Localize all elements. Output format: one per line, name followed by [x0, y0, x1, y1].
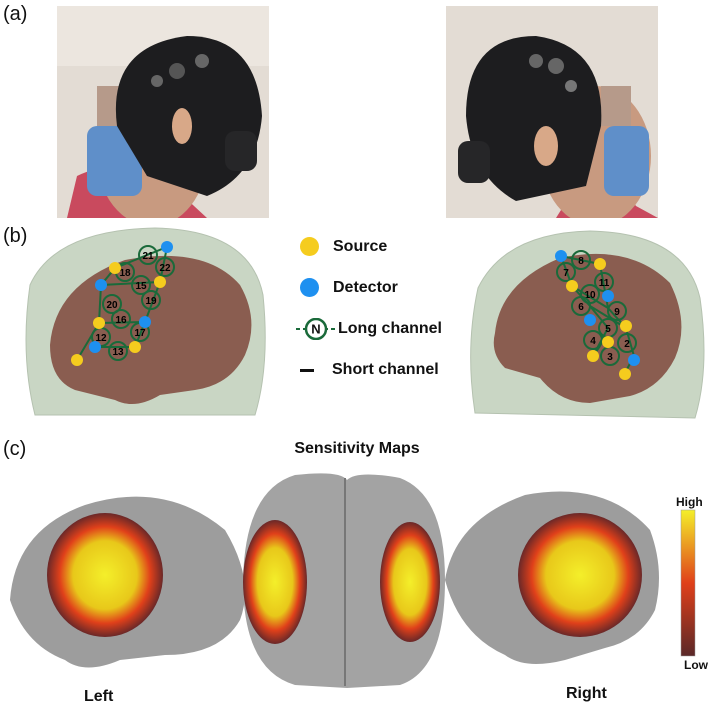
legend-long-channel: N Long channel	[296, 318, 442, 340]
right-channel-label: 6	[578, 302, 584, 313]
left-channel-label: 21	[142, 251, 154, 262]
heat-right	[518, 513, 642, 637]
detector-dot-icon	[300, 278, 319, 297]
left-channel-markers: 21 22 18 15 19 20 16 17 12 13	[91, 245, 175, 361]
legend-detector-label: Detector	[333, 278, 398, 296]
left-channel-label: 15	[135, 281, 147, 292]
left-channel-label: 22	[159, 263, 171, 274]
left-channel-label: 12	[95, 333, 107, 344]
right-channel-label: 4	[590, 336, 596, 347]
photo-right-side	[446, 6, 658, 218]
left-channel-label: 18	[119, 268, 131, 279]
hemisphere-label-left: Left	[84, 688, 114, 705]
sensitivity-color-bar	[680, 509, 696, 657]
short-channel-icon	[300, 368, 314, 372]
right-channel-label: 10	[584, 290, 596, 301]
left-channel-label: 17	[134, 328, 146, 339]
probe-layout-right: 8 7 11 10 6 9 5 4 2 3 1	[470, 230, 705, 419]
source-dot-icon	[300, 237, 319, 256]
long-channel-symbol: N	[311, 322, 320, 337]
left-channel-label: 19	[145, 296, 157, 307]
left-optodes	[71, 241, 173, 366]
right-channel-label: 7	[563, 268, 569, 279]
right-channel-label: 8	[578, 256, 584, 267]
left-channel-label: 16	[115, 315, 127, 326]
legend-long-channel-label: Long channel	[338, 320, 442, 337]
panel-label-a: (a)	[3, 3, 28, 25]
right-channel-label: 11	[599, 278, 610, 289]
legend-source-label: Source	[333, 237, 388, 255]
heat-top-right	[380, 522, 440, 642]
legend-source: Source	[300, 237, 387, 256]
right-channel-label: 5	[605, 324, 611, 335]
legend-short-channel: Short channel	[300, 361, 439, 379]
legend-detector: Detector	[300, 278, 398, 297]
legend-short-channel-label: Short channel	[332, 361, 439, 378]
sensitivity-brains	[10, 473, 696, 688]
left-channel-label: 13	[112, 347, 124, 358]
scale-high-label: High	[676, 495, 703, 509]
right-channel-label: 2	[624, 339, 630, 350]
right-channel-label: 9	[614, 307, 620, 318]
long-channel-icon: N	[296, 318, 336, 340]
photo-left-side	[57, 6, 269, 218]
panel-label-c: (c)	[3, 438, 27, 460]
sensitivity-title: Sensitivity Maps	[294, 440, 420, 457]
heat-top-left	[243, 520, 307, 644]
right-optodes	[555, 250, 640, 380]
right-channel-markers: 8 7 11 10 6 9 5 4 2 3 1	[556, 250, 637, 366]
left-channel-label: 20	[106, 300, 118, 311]
heat-left	[47, 513, 163, 637]
scale-low-label: Low	[684, 658, 708, 672]
panel-label-b: (b)	[3, 225, 28, 247]
probe-layout-left: 21 22 18 15 19 20 16 17 12 13	[25, 227, 266, 416]
hemisphere-label-right: Right	[566, 685, 607, 702]
right-channel-label: 3	[607, 352, 613, 363]
